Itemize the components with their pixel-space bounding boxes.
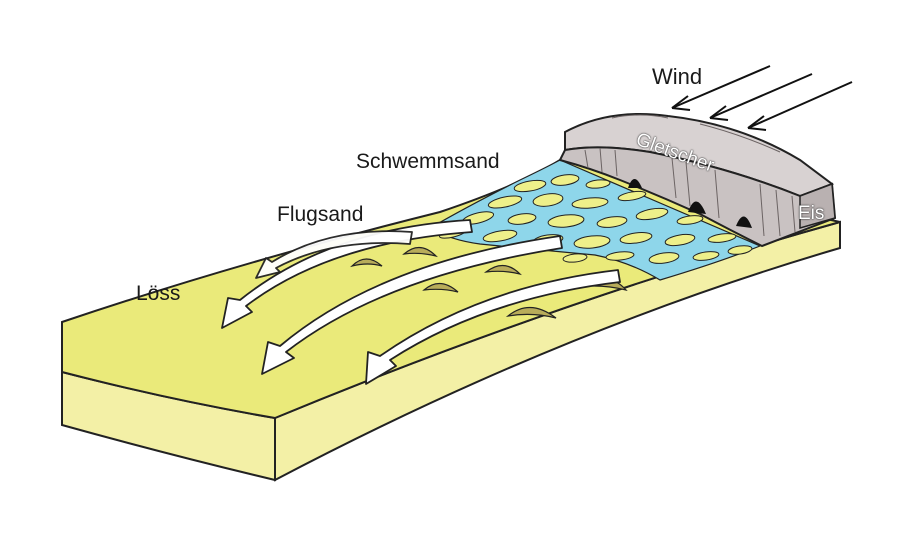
- meltwater-portals: [628, 179, 752, 228]
- glacier-striations: [584, 114, 796, 237]
- outwash-sand-patches: [438, 174, 753, 264]
- arrow-lower: [365, 269, 621, 385]
- glacier-front: [558, 146, 837, 248]
- wind-arrows: [671, 65, 853, 131]
- sand-dunes: [350, 246, 628, 319]
- arrow-upper: [255, 230, 413, 279]
- drift-sand-label: Flugsand: [277, 203, 364, 226]
- outwash-plain: [428, 159, 762, 281]
- ice-label: Eis: [798, 203, 825, 224]
- sediment-transport-arrows: [221, 219, 621, 385]
- loess-label: Löss: [136, 282, 181, 305]
- wind-label: Wind: [652, 64, 703, 89]
- outwash-sand-label: Schwemmsand: [356, 150, 500, 173]
- arrow-mid: [261, 235, 563, 375]
- ice-section: [799, 182, 836, 229]
